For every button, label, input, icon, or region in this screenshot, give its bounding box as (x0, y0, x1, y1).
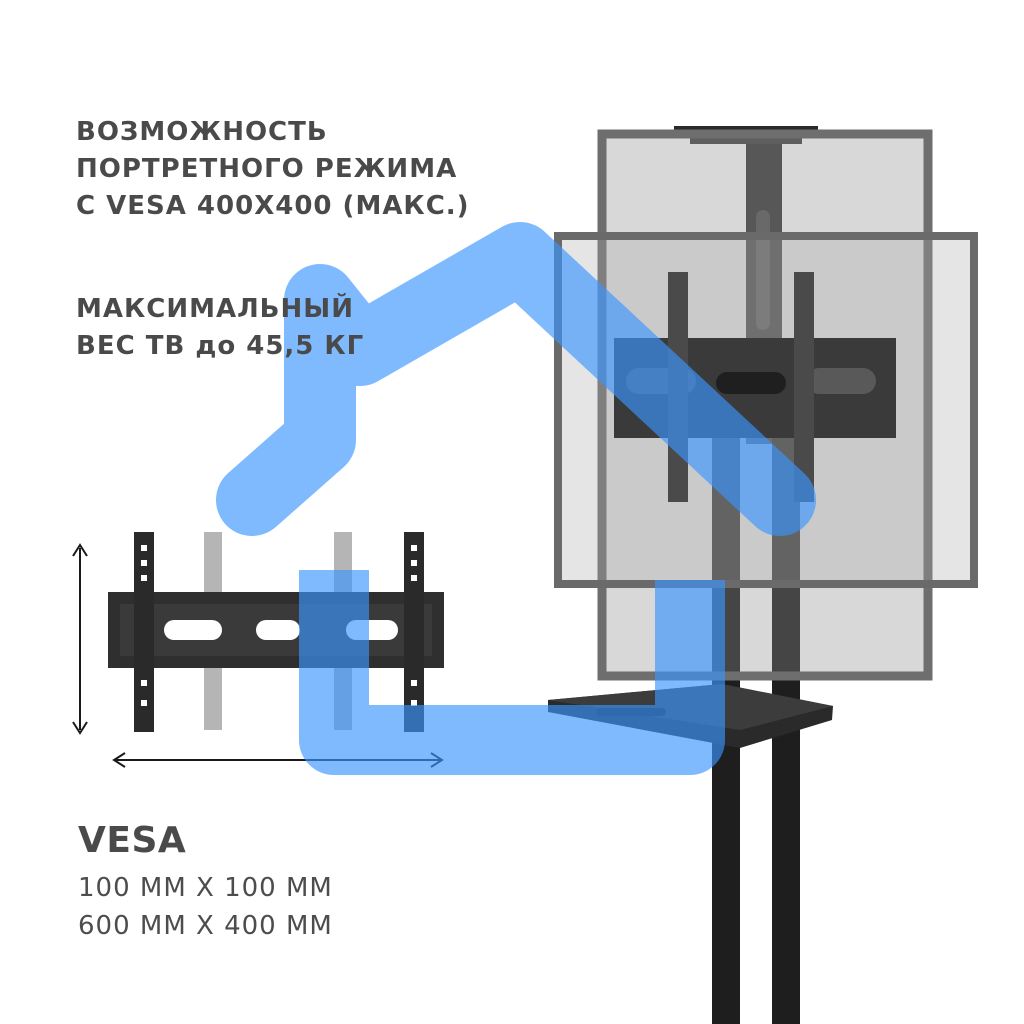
portrait-line-2: ПОРТРЕТНОГО РЕЖИМА (76, 154, 458, 184)
max-weight-text: МАКСИМАЛЬНЫЙ ВЕС ТВ до 45,5 КГ (76, 291, 364, 365)
portrait-mode-text: ВОЗМОЖНОСТЬ ПОРТРЕТНОГО РЕЖИМА С VESA 40… (76, 114, 470, 225)
portrait-line-3: С VESA 400X400 (МАКС.) (76, 191, 470, 221)
bracket-slot-3 (806, 368, 876, 394)
vesa-title: VESA (78, 820, 187, 861)
vesa-size-1: 100 ММ Х 100 ММ (78, 873, 333, 903)
vesa-bracket (108, 532, 444, 732)
vesa-size-2: 600 ММ Х 400 ММ (78, 911, 333, 941)
plate-slot-1 (164, 620, 222, 640)
bracket-arm-left (134, 532, 154, 732)
plate-slot-2 (256, 620, 300, 640)
stand-bracket-arm-right (794, 272, 814, 502)
vertical-dimension-arrow-icon (72, 543, 88, 735)
weight-line-2: ВЕС ТВ до 45,5 КГ (76, 331, 365, 361)
bracket-slot-2 (716, 372, 786, 394)
camera-shelf-lip (690, 138, 802, 144)
bracket-arm-right (404, 532, 424, 732)
vesa-sizes: 100 ММ Х 100 ММ 600 ММ Х 400 ММ (78, 869, 333, 945)
weight-line-1: МАКСИМАЛЬНЫЙ (76, 294, 354, 324)
portrait-line-1: ВОЗМОЖНОСТЬ (76, 117, 328, 147)
house-logo-icon (216, 222, 816, 775)
